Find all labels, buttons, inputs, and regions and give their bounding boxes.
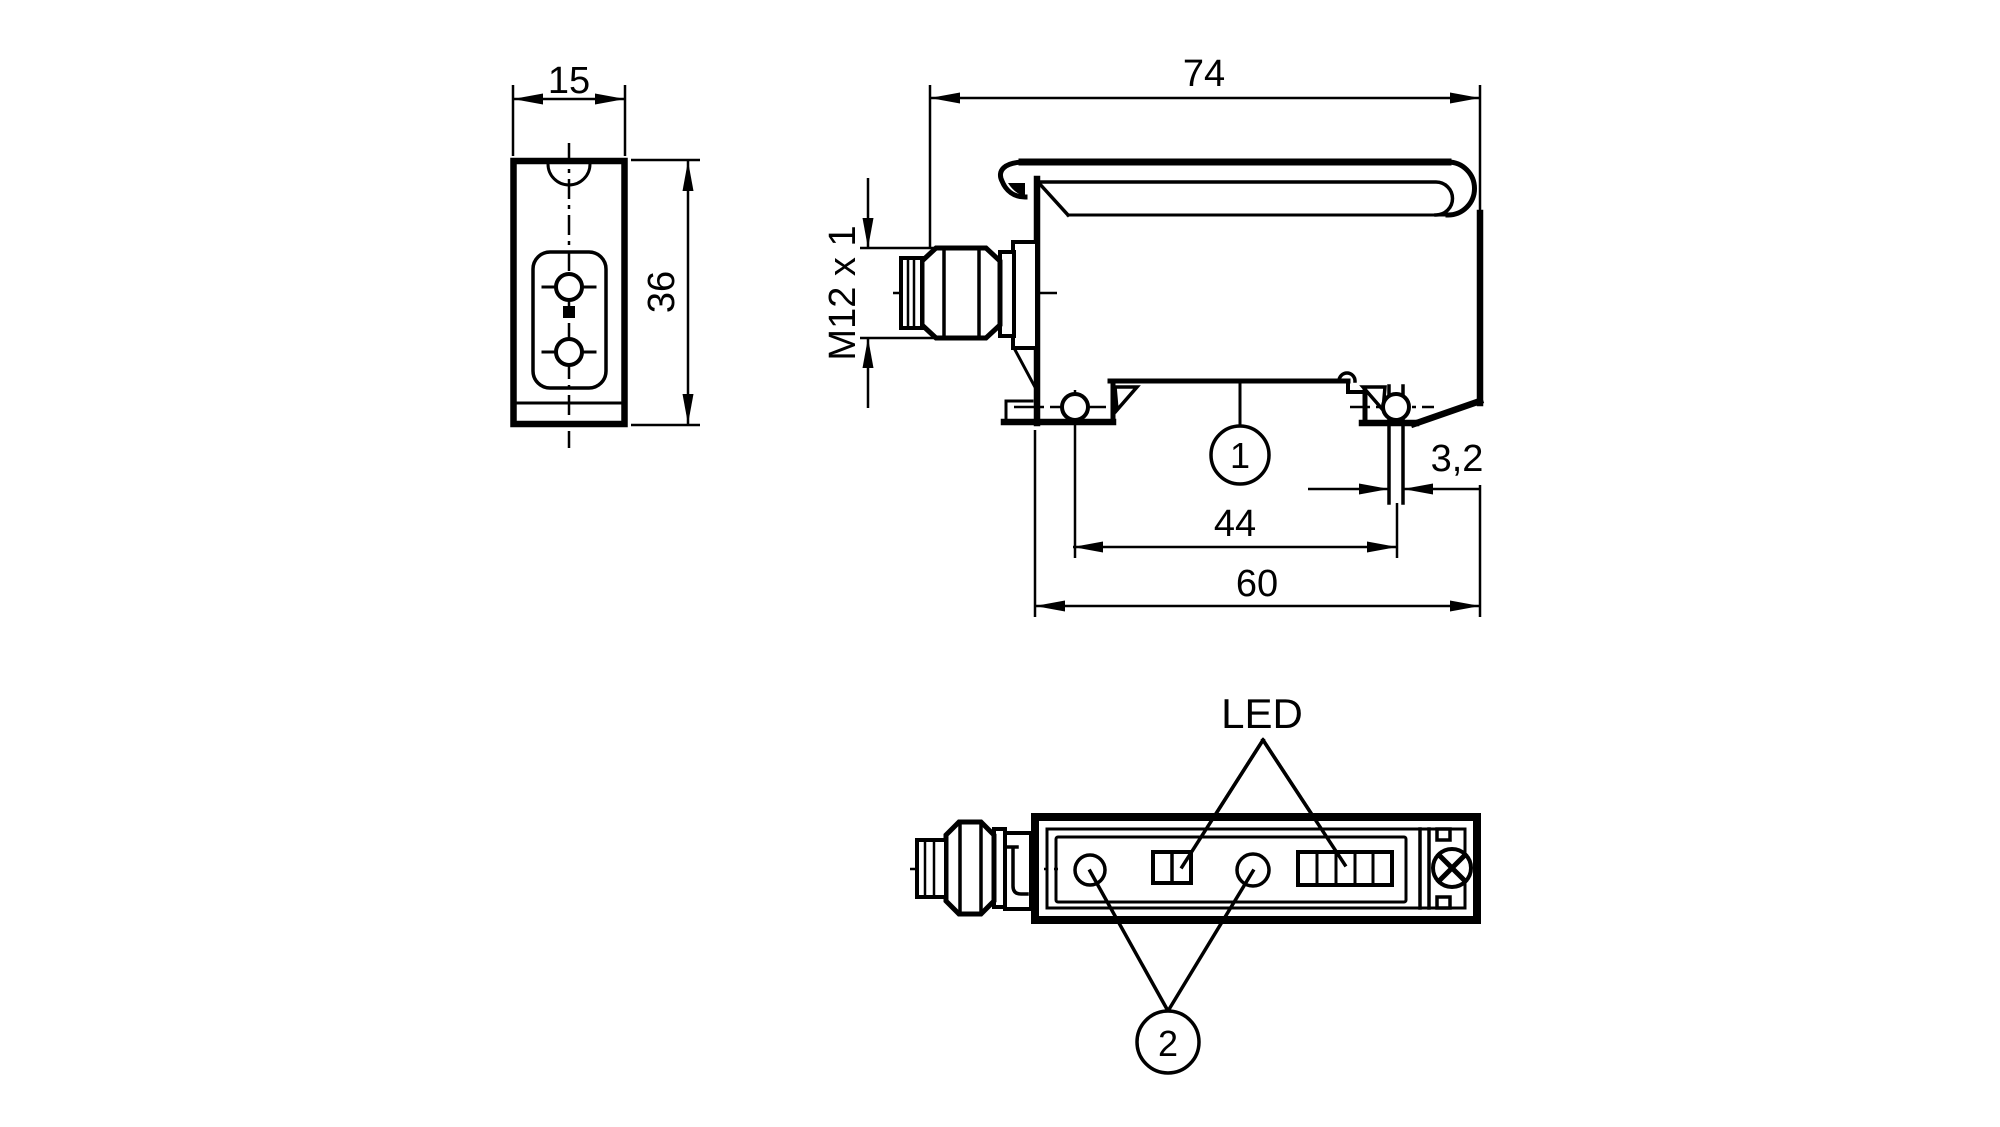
balloon-2: 2 xyxy=(1087,868,1256,1075)
balloon-1: 1 xyxy=(1209,379,1271,486)
side-overall-width-label: 74 xyxy=(1183,53,1225,95)
side-body-width-label: 60 xyxy=(1236,563,1278,605)
bottom-screw-section xyxy=(1418,827,1473,910)
side-thread-label: M12 x 1 xyxy=(822,225,864,360)
balloon-2-leader-right xyxy=(1165,868,1256,1014)
side-mounting-profile xyxy=(1000,371,1420,505)
side-right-screw-hole xyxy=(1350,392,1434,558)
balloon-2-label: 2 xyxy=(1158,1023,1178,1064)
side-cover-clip xyxy=(998,159,1028,200)
front-view: 15 36 xyxy=(510,60,700,448)
side-body-chamfer xyxy=(1409,396,1485,429)
front-height-dimension: 36 xyxy=(631,158,700,427)
side-m12-thread xyxy=(899,256,924,330)
bottom-m12-nut xyxy=(943,819,997,917)
led-bar-display xyxy=(1296,850,1394,887)
led-leader-right-tip xyxy=(1260,737,1348,868)
led-window xyxy=(1151,850,1193,885)
bottom-fiber-clamp xyxy=(1006,845,1029,896)
front-fiber-hole-bottom xyxy=(541,337,597,367)
side-body-width-dimension: 60 xyxy=(1033,430,1482,617)
side-hole-spacing-dimension: 44 xyxy=(1073,503,1397,553)
side-m12-nut xyxy=(919,245,1003,341)
side-slot-label: 3,2 xyxy=(1431,438,1484,480)
side-m12-connector xyxy=(893,240,1063,392)
front-width-label: 15 xyxy=(548,60,590,102)
screw-icon xyxy=(1431,847,1473,889)
side-overall-width-dimension: 74 xyxy=(928,53,1482,247)
side-slot-dimension: 3,2 xyxy=(1308,438,1483,495)
bottom-view: LED xyxy=(910,690,1481,1075)
balloon-2-leader-left xyxy=(1087,868,1171,1014)
side-left-latch-hook xyxy=(1113,385,1141,415)
side-hole-spacing-label: 44 xyxy=(1214,503,1256,545)
balloon-1-label: 1 xyxy=(1230,435,1250,476)
led-label: LED xyxy=(1221,690,1303,737)
front-center-square xyxy=(563,306,575,318)
side-left-screw-hole xyxy=(1014,390,1122,558)
side-view: 74 xyxy=(822,53,1485,617)
side-cover-strip xyxy=(998,158,1477,218)
front-fiber-port-outline xyxy=(531,250,608,390)
bottom-m12-thread xyxy=(915,838,948,899)
side-thread-dimension: M12 x 1 xyxy=(822,178,938,408)
front-fiber-hole-top xyxy=(541,272,597,302)
front-width-dimension: 15 xyxy=(511,60,627,156)
bottom-m12-connector xyxy=(910,819,1058,917)
front-height-label: 36 xyxy=(641,271,683,313)
led-leader-left-tip xyxy=(1179,737,1266,870)
